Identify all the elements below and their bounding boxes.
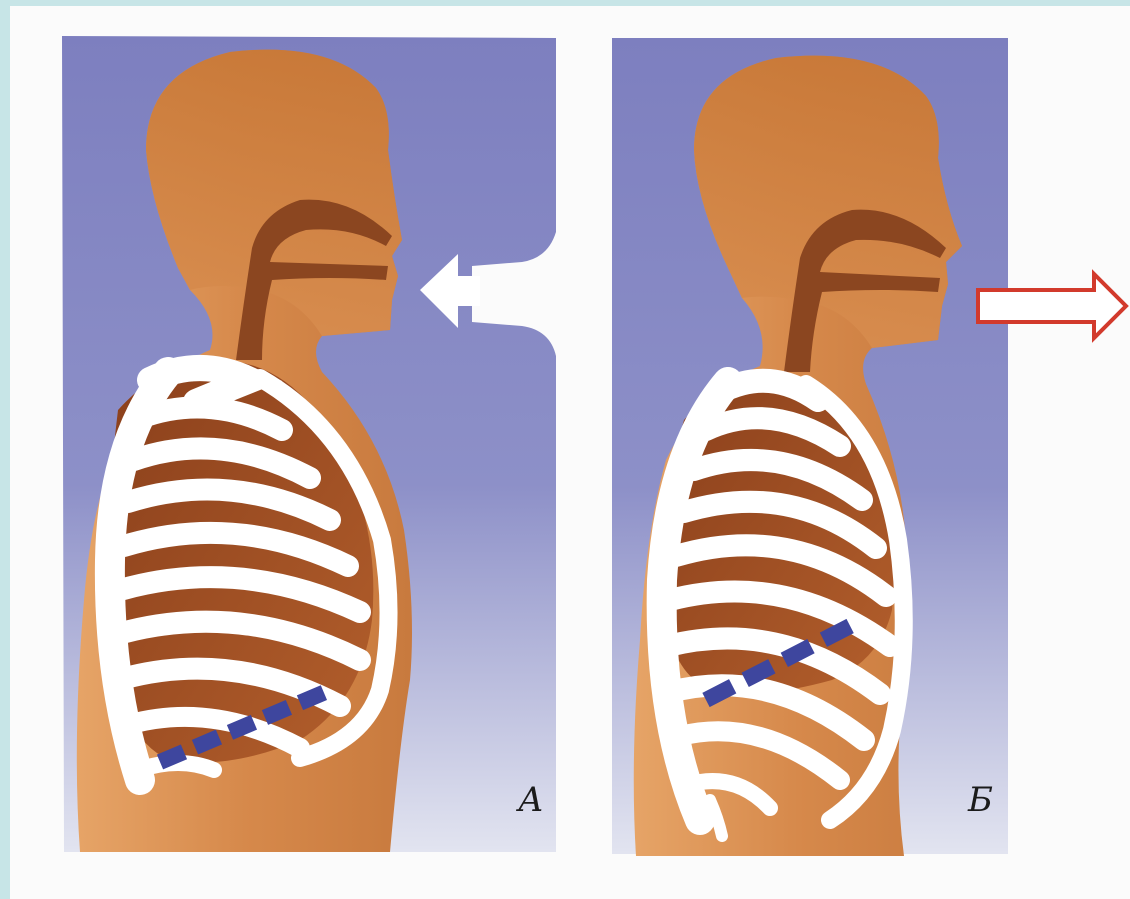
panel-a (62, 36, 556, 852)
panel-a-label: А (518, 780, 544, 820)
panel-b (612, 38, 1126, 856)
page: А Б (10, 6, 1130, 899)
breathing-diagram (10, 6, 1130, 899)
panel-b-label: Б (968, 780, 993, 820)
